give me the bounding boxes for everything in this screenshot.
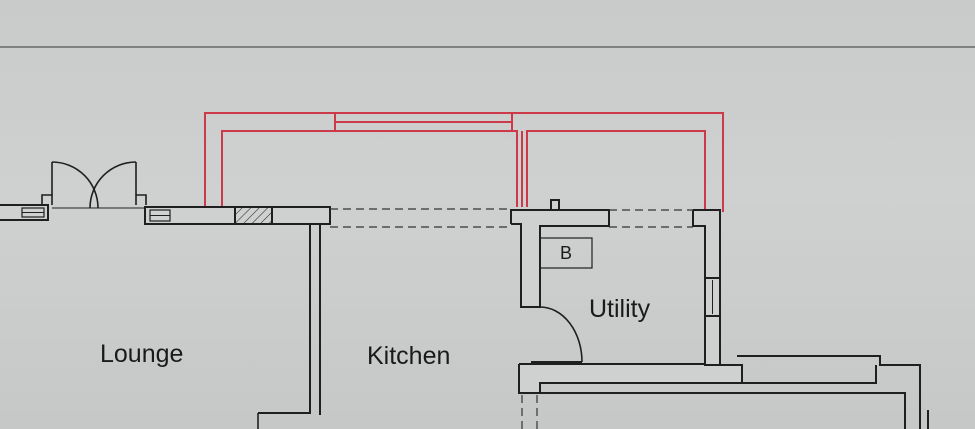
east-wall [737,355,921,429]
room-label-kitchen: Kitchen [367,342,451,370]
walls [0,199,929,429]
hatched-pier [234,206,273,225]
lounge-kitchen-wall [258,224,311,414]
boiler-box [539,237,593,269]
extension-outline [204,112,724,212]
vent [550,199,560,211]
room-label-utility: Utility [589,295,651,323]
utility-door [531,306,583,363]
utility-bottom-wall [518,363,743,394]
french-doors [41,161,147,209]
room-label-lounge: Lounge [100,340,184,368]
opening-dashed-lines [330,208,693,429]
boiler-label: B [559,242,572,263]
utility-left-wall [510,209,610,308]
